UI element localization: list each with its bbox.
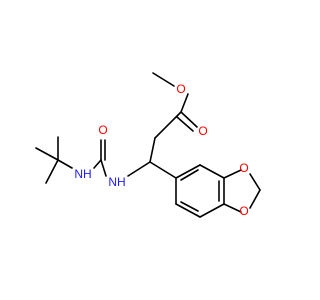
bond-ring-5 (199, 164, 225, 179)
bond-ring-inner-1 (180, 169, 199, 181)
bond-ccarbonyl-ocarbonyl-2 (176, 116, 194, 132)
bond-ch-aryl (149, 161, 177, 179)
bond-dioxole-2 (223, 203, 242, 213)
bonds (35, 72, 261, 218)
bond-nhright-curea (100, 159, 107, 177)
atom-o-ester: O (176, 82, 185, 96)
bond-tbu-me2 (35, 147, 59, 161)
molecule-structure: O O O NH NH O O (35, 72, 261, 218)
bond-ring-3 (199, 203, 225, 218)
atom-nh-right: NH (108, 175, 125, 189)
bond-ring-inner-2 (180, 201, 199, 212)
bond-nhleft-tbu (57, 159, 73, 169)
bond-dioxole-1 (223, 169, 242, 179)
atom-o-ring-bottom: O (239, 204, 248, 218)
bond-ch2-ch (149, 137, 156, 163)
bond-methyl-oester (152, 72, 175, 87)
bond-ring-6 (175, 164, 201, 179)
bond-tbu-me3 (45, 159, 59, 184)
atom-labels: O O O NH NH O O (74, 82, 248, 218)
bond-ccarbonyl-ocarbonyl-1 (180, 111, 198, 128)
bond-ccarbonyl-ch2 (154, 111, 182, 139)
atom-o-urea: O (98, 123, 107, 137)
atom-o-ring-top: O (239, 161, 248, 175)
bond-dioxole-3 (249, 173, 261, 191)
bond-ch-nhright (127, 161, 151, 177)
bond-oester-ccarbonyl (180, 93, 189, 113)
atom-o-carbonyl: O (198, 124, 207, 138)
atom-nh-left: NH (74, 167, 91, 181)
bond-dioxole-4 (249, 189, 261, 209)
bond-curea-nhleft (93, 159, 102, 169)
bond-ring-2 (175, 203, 201, 218)
